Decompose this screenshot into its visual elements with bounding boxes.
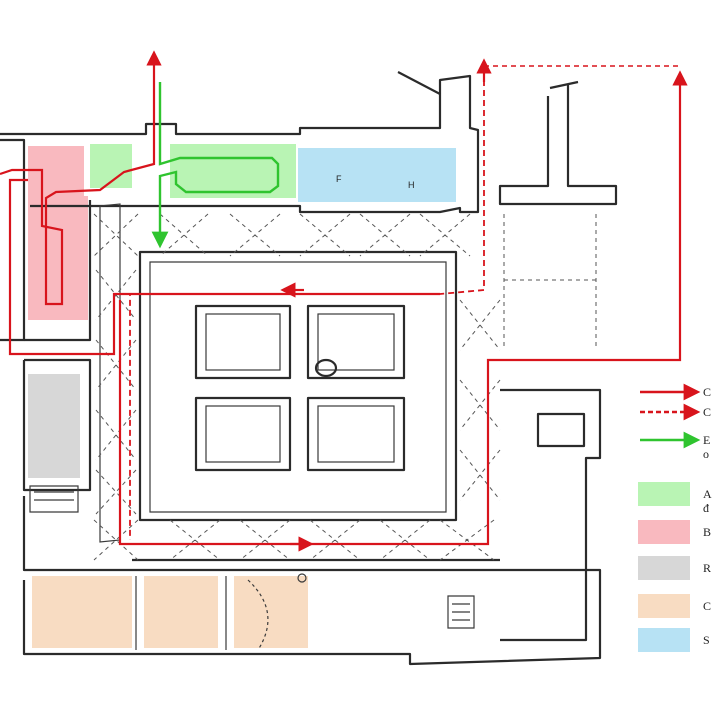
peach-room-3 [234,576,308,648]
building-walls [0,71,618,666]
legend-swatch-3 [638,482,690,506]
green-route [151,82,280,249]
legend-label-0: C [703,385,711,399]
legend-swatch-5 [638,556,690,580]
peach-room-2 [144,576,218,648]
legend-swatch-4 [638,520,690,544]
red-route-solid [0,50,162,306]
red-route-dashed [129,70,485,540]
red-room-main [28,196,88,320]
legend-label-3: A [703,487,712,501]
legend-label-6: C [703,599,711,613]
legend-label-2: E [703,433,710,447]
red-route-east [118,70,688,546]
vault-lines [93,213,597,561]
room-fills [28,144,456,648]
routes [0,50,688,552]
gray-room [28,374,80,478]
toilet-f-label: F [336,174,342,184]
red-room-top [28,146,84,198]
legend-label2-2: o [703,447,709,461]
legend-label-5: R [703,561,711,575]
legend-swatch-6 [638,594,690,618]
courtyard-panels [194,304,406,472]
blue-toilets [298,148,456,202]
legend-label-7: S [703,633,710,647]
legend-label-4: B [703,525,711,539]
peach-room-1 [32,576,132,648]
legend-swatch-7 [638,628,690,652]
toilet-h-label: H [408,180,415,190]
legend-label2-3: đ [703,501,709,515]
legend-label-1: C [703,405,711,419]
peach-room-doors [135,573,307,651]
